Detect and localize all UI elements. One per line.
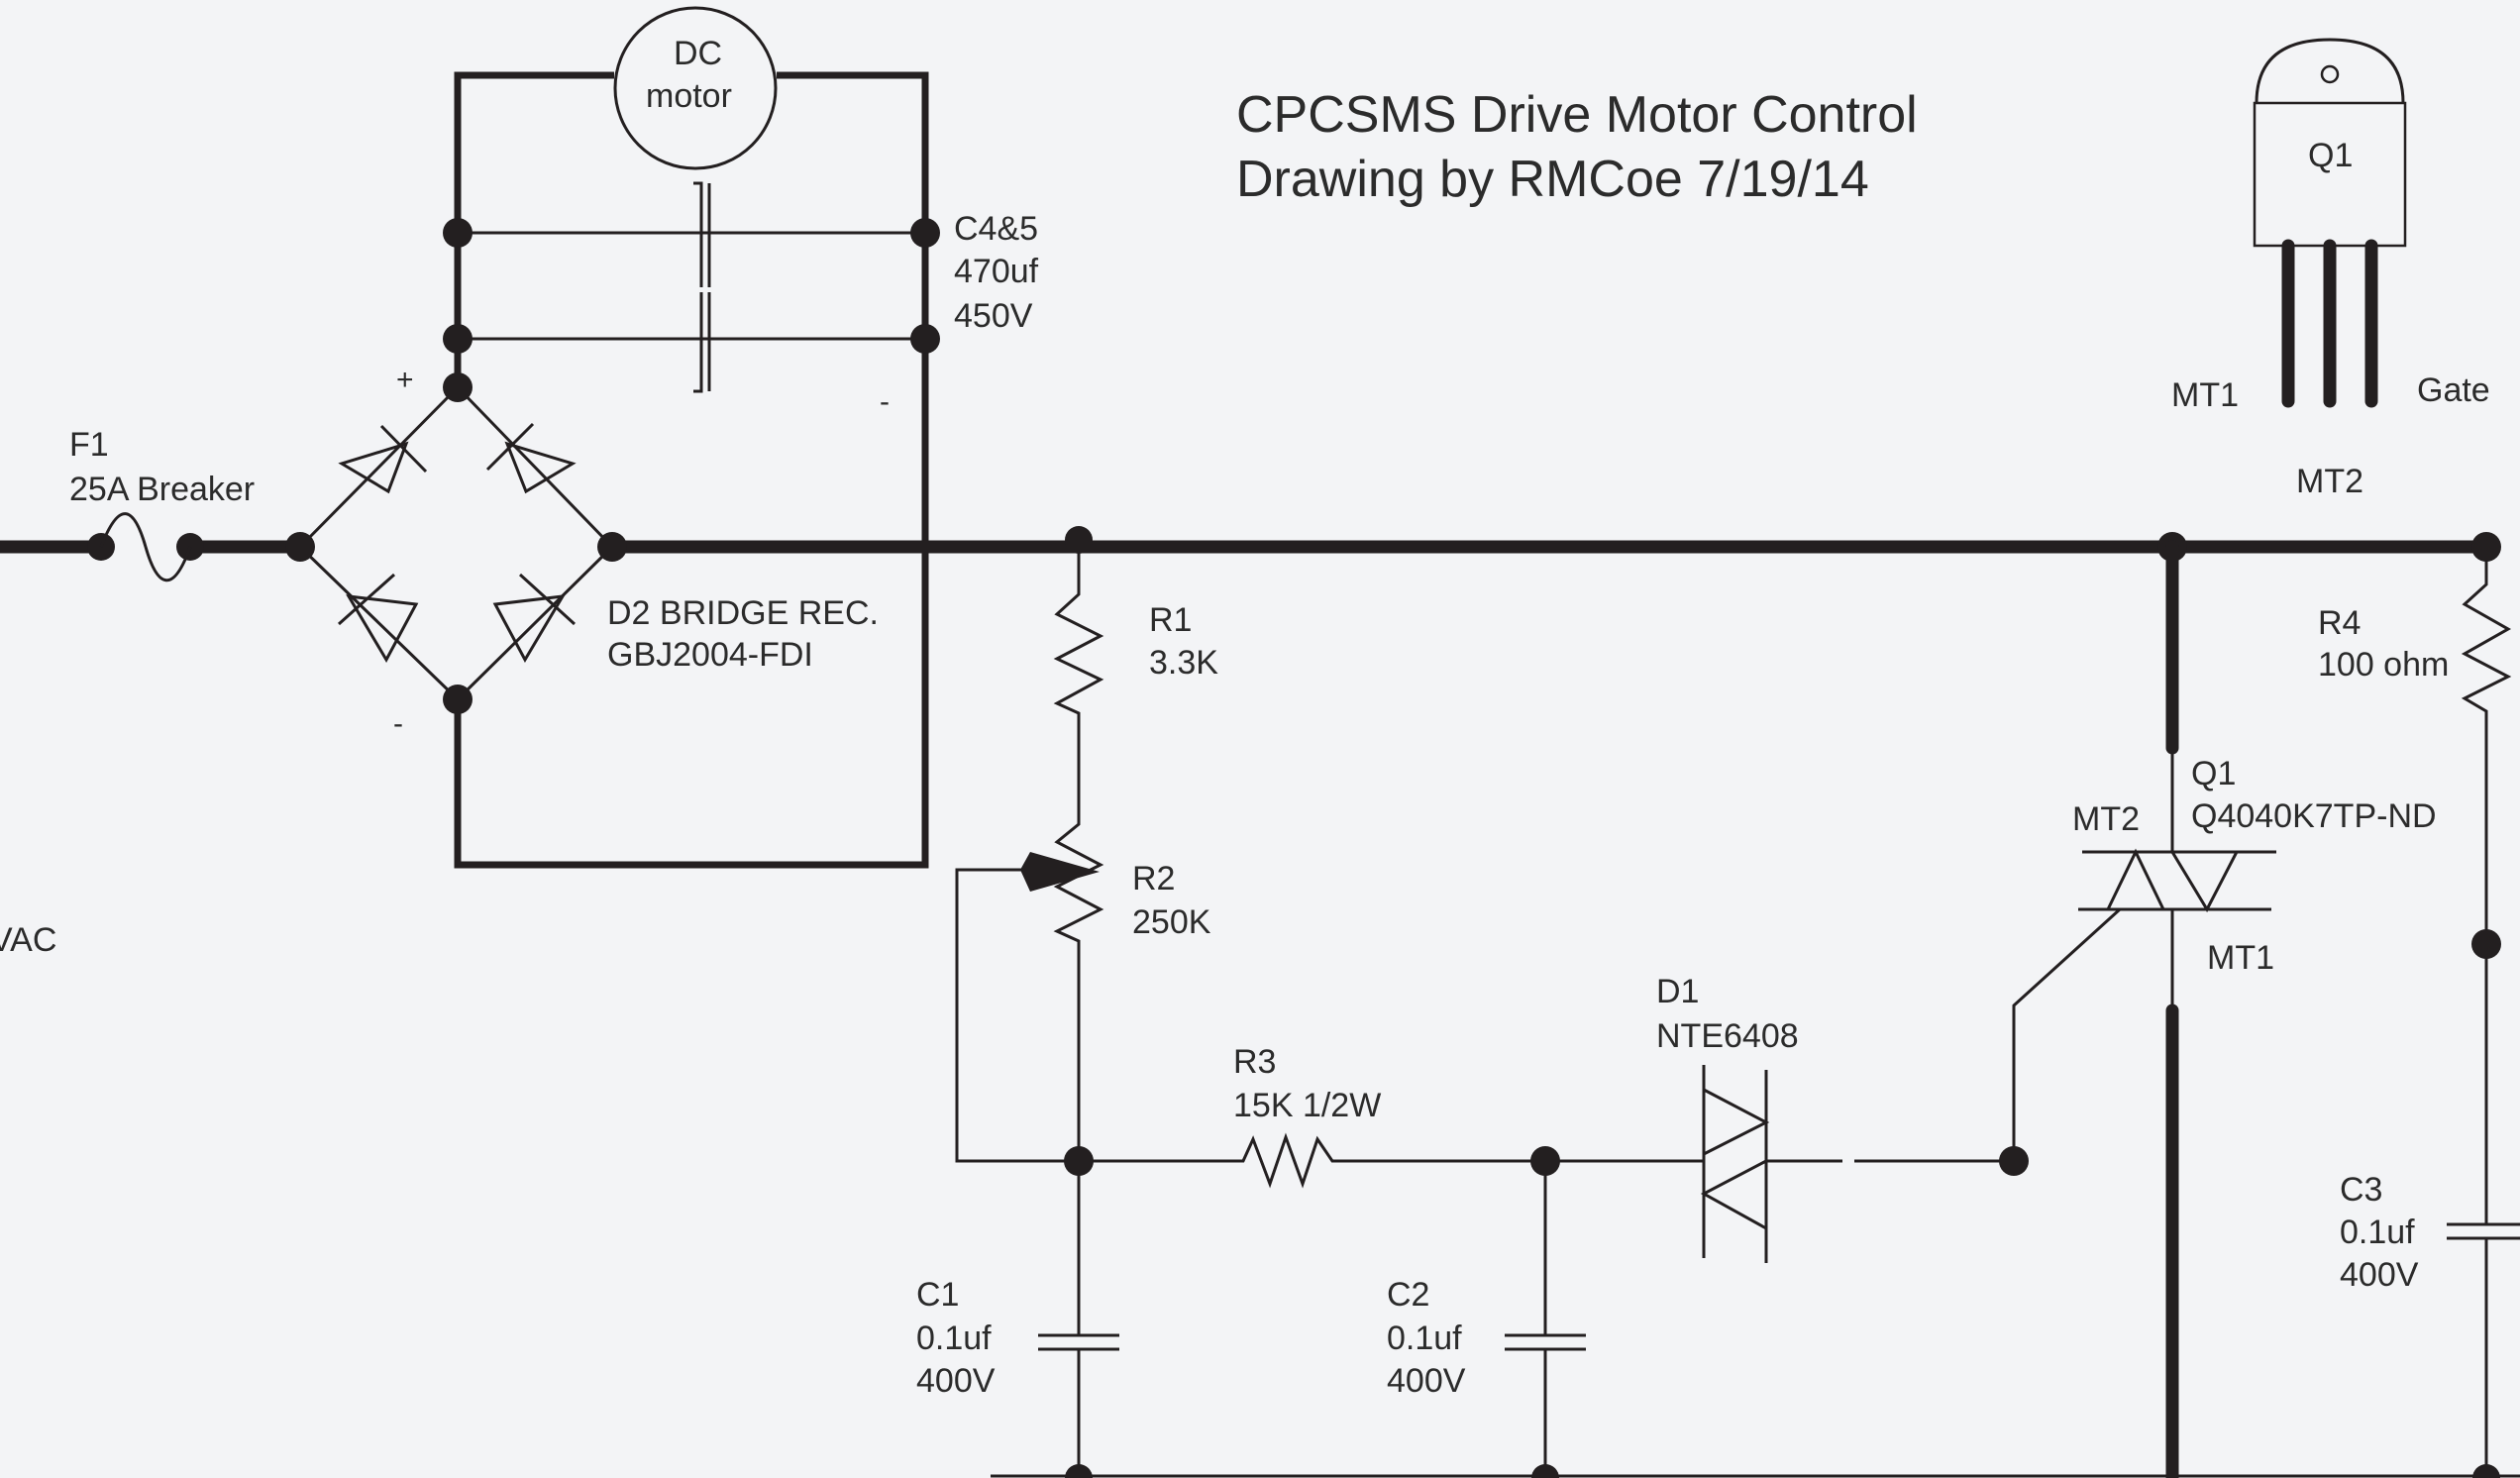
- bridge-plus-sign: +: [396, 364, 414, 396]
- f1-ref: F1: [69, 426, 109, 464]
- source-label: VAC: [0, 921, 56, 959]
- capacitor-c2: C2 0.1uf 400V: [1387, 1161, 1586, 1478]
- r4-value: 100 ohm: [2318, 646, 2449, 684]
- r1-ref: R1: [1149, 601, 1192, 639]
- motor-label-2: motor: [646, 77, 732, 115]
- d1-part: NTE6408: [1656, 1017, 1799, 1055]
- r3-value: 15K 1/2W: [1233, 1087, 1381, 1124]
- title-line-2: Drawing by RMCoe 7/19/14: [1236, 151, 1869, 208]
- resistor-r1: R1 3.3K: [1053, 526, 1218, 802]
- motor-loop: [454, 71, 929, 869]
- c2-ref: C2: [1387, 1276, 1429, 1314]
- r3-ref: R3: [1233, 1043, 1276, 1081]
- c1-value: 0.1uf: [916, 1320, 992, 1357]
- q1-package-drawing: Q1 MT1 Gate MT2: [2171, 38, 2490, 500]
- d2-part: GBJ2004-FDI: [607, 636, 813, 674]
- c1-ref: C1: [916, 1276, 959, 1314]
- breaker-f1: F1 25A Breaker: [69, 426, 255, 582]
- bridge-minus-sign: -: [393, 707, 403, 740]
- d2-ref: D2 BRIDGE REC.: [607, 594, 879, 632]
- r2-ref: R2: [1132, 860, 1175, 897]
- title-line-1: CPCSMS Drive Motor Control: [1236, 86, 1918, 144]
- bridge-rectifier-d2: + - D2 BRIDGE REC. GBJ2004-FDI: [285, 364, 879, 740]
- capacitor-c1: C1 0.1uf 400V: [916, 1161, 1119, 1478]
- c45-value: 470uf: [954, 253, 1039, 290]
- c2-voltage: 400V: [1387, 1362, 1466, 1400]
- package-mt2-label: MT2: [2296, 463, 2363, 500]
- resistor-r3: R3 15K 1/2W: [1064, 1043, 1560, 1189]
- c2-value: 0.1uf: [1387, 1320, 1462, 1357]
- snubber-r4-c3: R4 100 ohm C3 0.1uf 400V: [2318, 532, 2520, 1478]
- c45-ref: C4&5: [954, 210, 1038, 248]
- triac-q1: Q1 Q4040K7TP-ND MT2 MT1: [2012, 532, 2437, 1478]
- r1-value: 3.3K: [1149, 644, 1218, 682]
- q1-mt1-label: MT1: [2207, 939, 2274, 977]
- potentiometer-r2: R2 250K: [955, 802, 1211, 1163]
- q1-mt2-label: MT2: [2072, 800, 2140, 838]
- c3-ref: C3: [2340, 1171, 2382, 1209]
- q1-part: Q4040K7TP-ND: [2191, 797, 2437, 835]
- c1-voltage: 400V: [916, 1362, 996, 1400]
- r2-value: 250K: [1132, 903, 1211, 941]
- package-mt1-label: MT1: [2171, 376, 2239, 414]
- package-gate-label: Gate: [2417, 371, 2490, 409]
- motor-label-1: DC: [674, 35, 722, 72]
- package-q1-label: Q1: [2308, 137, 2353, 174]
- r4-ref: R4: [2318, 604, 2361, 642]
- c3-value: 0.1uf: [2340, 1214, 2415, 1251]
- dc-motor: DC motor: [613, 6, 778, 170]
- diac-d1: D1 NTE6408: [1545, 973, 2029, 1263]
- c45-voltage: 450V: [954, 297, 1033, 335]
- cap-minus-sign: -: [880, 385, 890, 418]
- q1-ref: Q1: [2191, 755, 2236, 792]
- d1-ref: D1: [1656, 973, 1699, 1010]
- capacitor-c4-c5: - C4&5 470uf 450V: [443, 181, 1039, 418]
- c3-voltage: 400V: [2340, 1256, 2419, 1294]
- f1-desc: 25A Breaker: [69, 471, 255, 508]
